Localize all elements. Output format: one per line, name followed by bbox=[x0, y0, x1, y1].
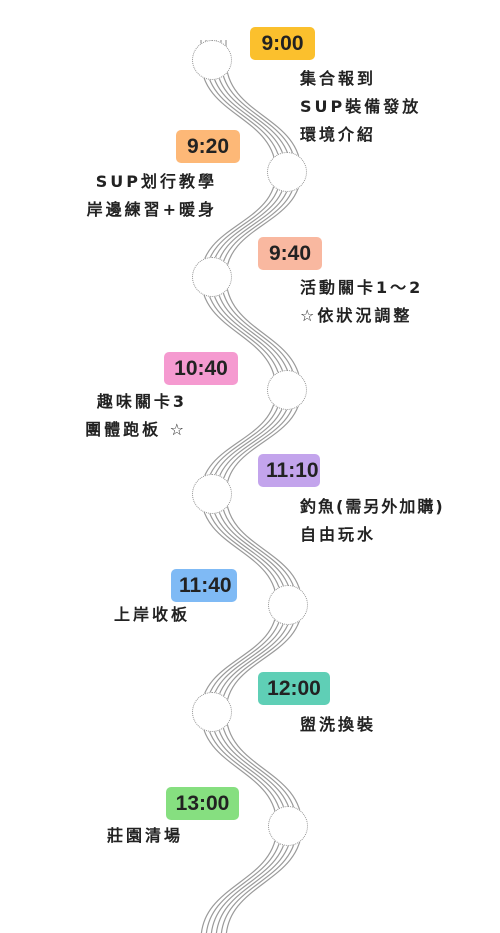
stop-description-4: 趣味關卡3 團體跑板 ☆ bbox=[85, 388, 187, 444]
stop-description-5: 釣魚(需另外加購) 自由玩水 bbox=[300, 493, 445, 549]
time-badge-7: 12:00 bbox=[258, 672, 330, 705]
description-line: 趣味關卡3 bbox=[96, 392, 187, 411]
stop-description-3: 活動關卡1～2 ☆依狀況調整 bbox=[300, 274, 423, 330]
stop-dot-8 bbox=[268, 806, 308, 846]
time-badge-2: 9:20 bbox=[176, 130, 240, 163]
description-line: 環境介紹 bbox=[300, 125, 377, 144]
description-line: 集合報到 bbox=[300, 69, 377, 88]
description-line: 盥洗換裝 bbox=[300, 715, 377, 734]
description-line: 團體跑板 ☆ bbox=[85, 420, 187, 439]
stop-description-7: 盥洗換裝 bbox=[300, 711, 376, 739]
stop-dot-1 bbox=[192, 40, 232, 80]
stop-dot-5 bbox=[192, 474, 232, 514]
stop-description-6: 上岸收板 bbox=[114, 601, 190, 629]
stop-description-8: 莊園清場 bbox=[107, 822, 183, 850]
road-line bbox=[205, 40, 283, 933]
time-badge-3: 9:40 bbox=[258, 237, 322, 270]
description-line: 上岸收板 bbox=[113, 605, 190, 624]
description-line: 活動關卡1～2 bbox=[300, 278, 424, 297]
road-line bbox=[215, 39, 293, 933]
time-badge-5: 11:10 bbox=[258, 454, 320, 487]
road-line bbox=[225, 40, 303, 933]
road-line bbox=[210, 39, 288, 933]
description-line: 釣魚(需另外加購) bbox=[300, 497, 445, 516]
description-line: 岸邊練習+暖身 bbox=[86, 200, 217, 219]
description-line: SUP裝備發放 bbox=[300, 97, 422, 116]
description-line: ☆依狀況調整 bbox=[300, 306, 413, 325]
description-line: SUP划行教學 bbox=[95, 172, 217, 191]
road-line bbox=[220, 40, 298, 933]
description-line: 莊園清場 bbox=[106, 826, 183, 845]
stop-dot-4 bbox=[267, 370, 307, 410]
stop-dot-6 bbox=[268, 585, 308, 625]
road-line bbox=[200, 40, 278, 933]
stop-dot-2 bbox=[267, 152, 307, 192]
stop-description-2: SUP划行教學 岸邊練習+暖身 bbox=[87, 168, 217, 224]
time-badge-6: 11:40 bbox=[171, 569, 237, 602]
time-badge-4: 10:40 bbox=[164, 352, 238, 385]
stop-dot-7 bbox=[192, 692, 232, 732]
description-line: 自由玩水 bbox=[300, 525, 377, 544]
stop-dot-3 bbox=[192, 257, 232, 297]
time-badge-8: 13:00 bbox=[166, 787, 239, 820]
time-badge-1: 9:00 bbox=[250, 27, 315, 60]
stop-description-1: 集合報到 SUP裝備發放 環境介紹 bbox=[300, 65, 421, 149]
